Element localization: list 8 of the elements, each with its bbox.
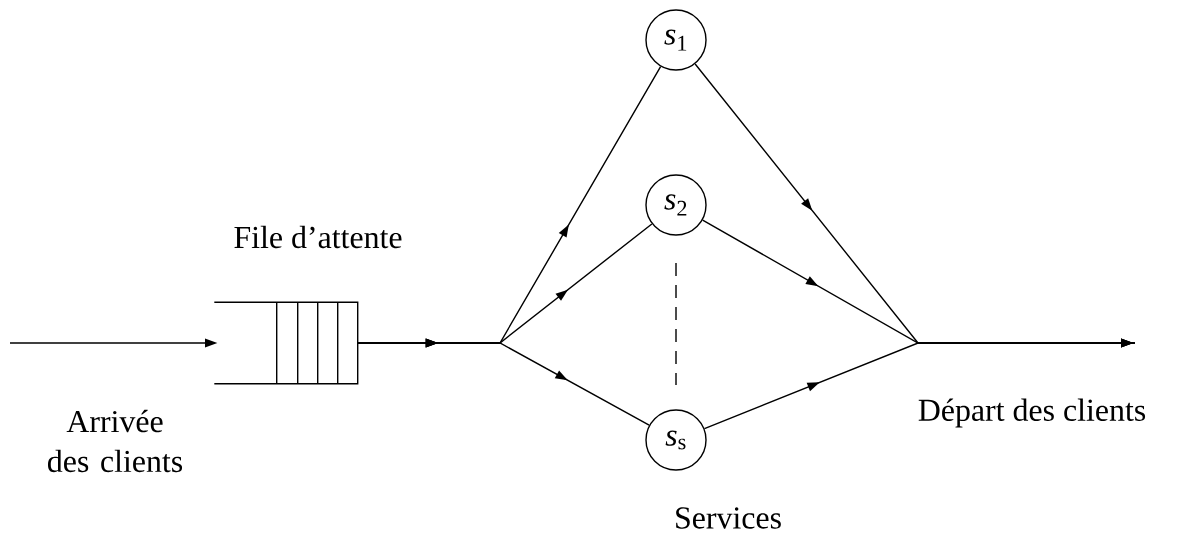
- arrow: [357, 338, 650, 426]
- text-label: Services: [676, 507, 781, 529]
- arrow: [703, 338, 1136, 430]
- arrow: [9, 338, 218, 348]
- text-label: Arrivée des clients: [48, 409, 183, 473]
- text-label: File d’attente: [234, 225, 402, 249]
- queue-buffer: [213, 301, 359, 385]
- text-label: Départ des clients: [918, 398, 1146, 428]
